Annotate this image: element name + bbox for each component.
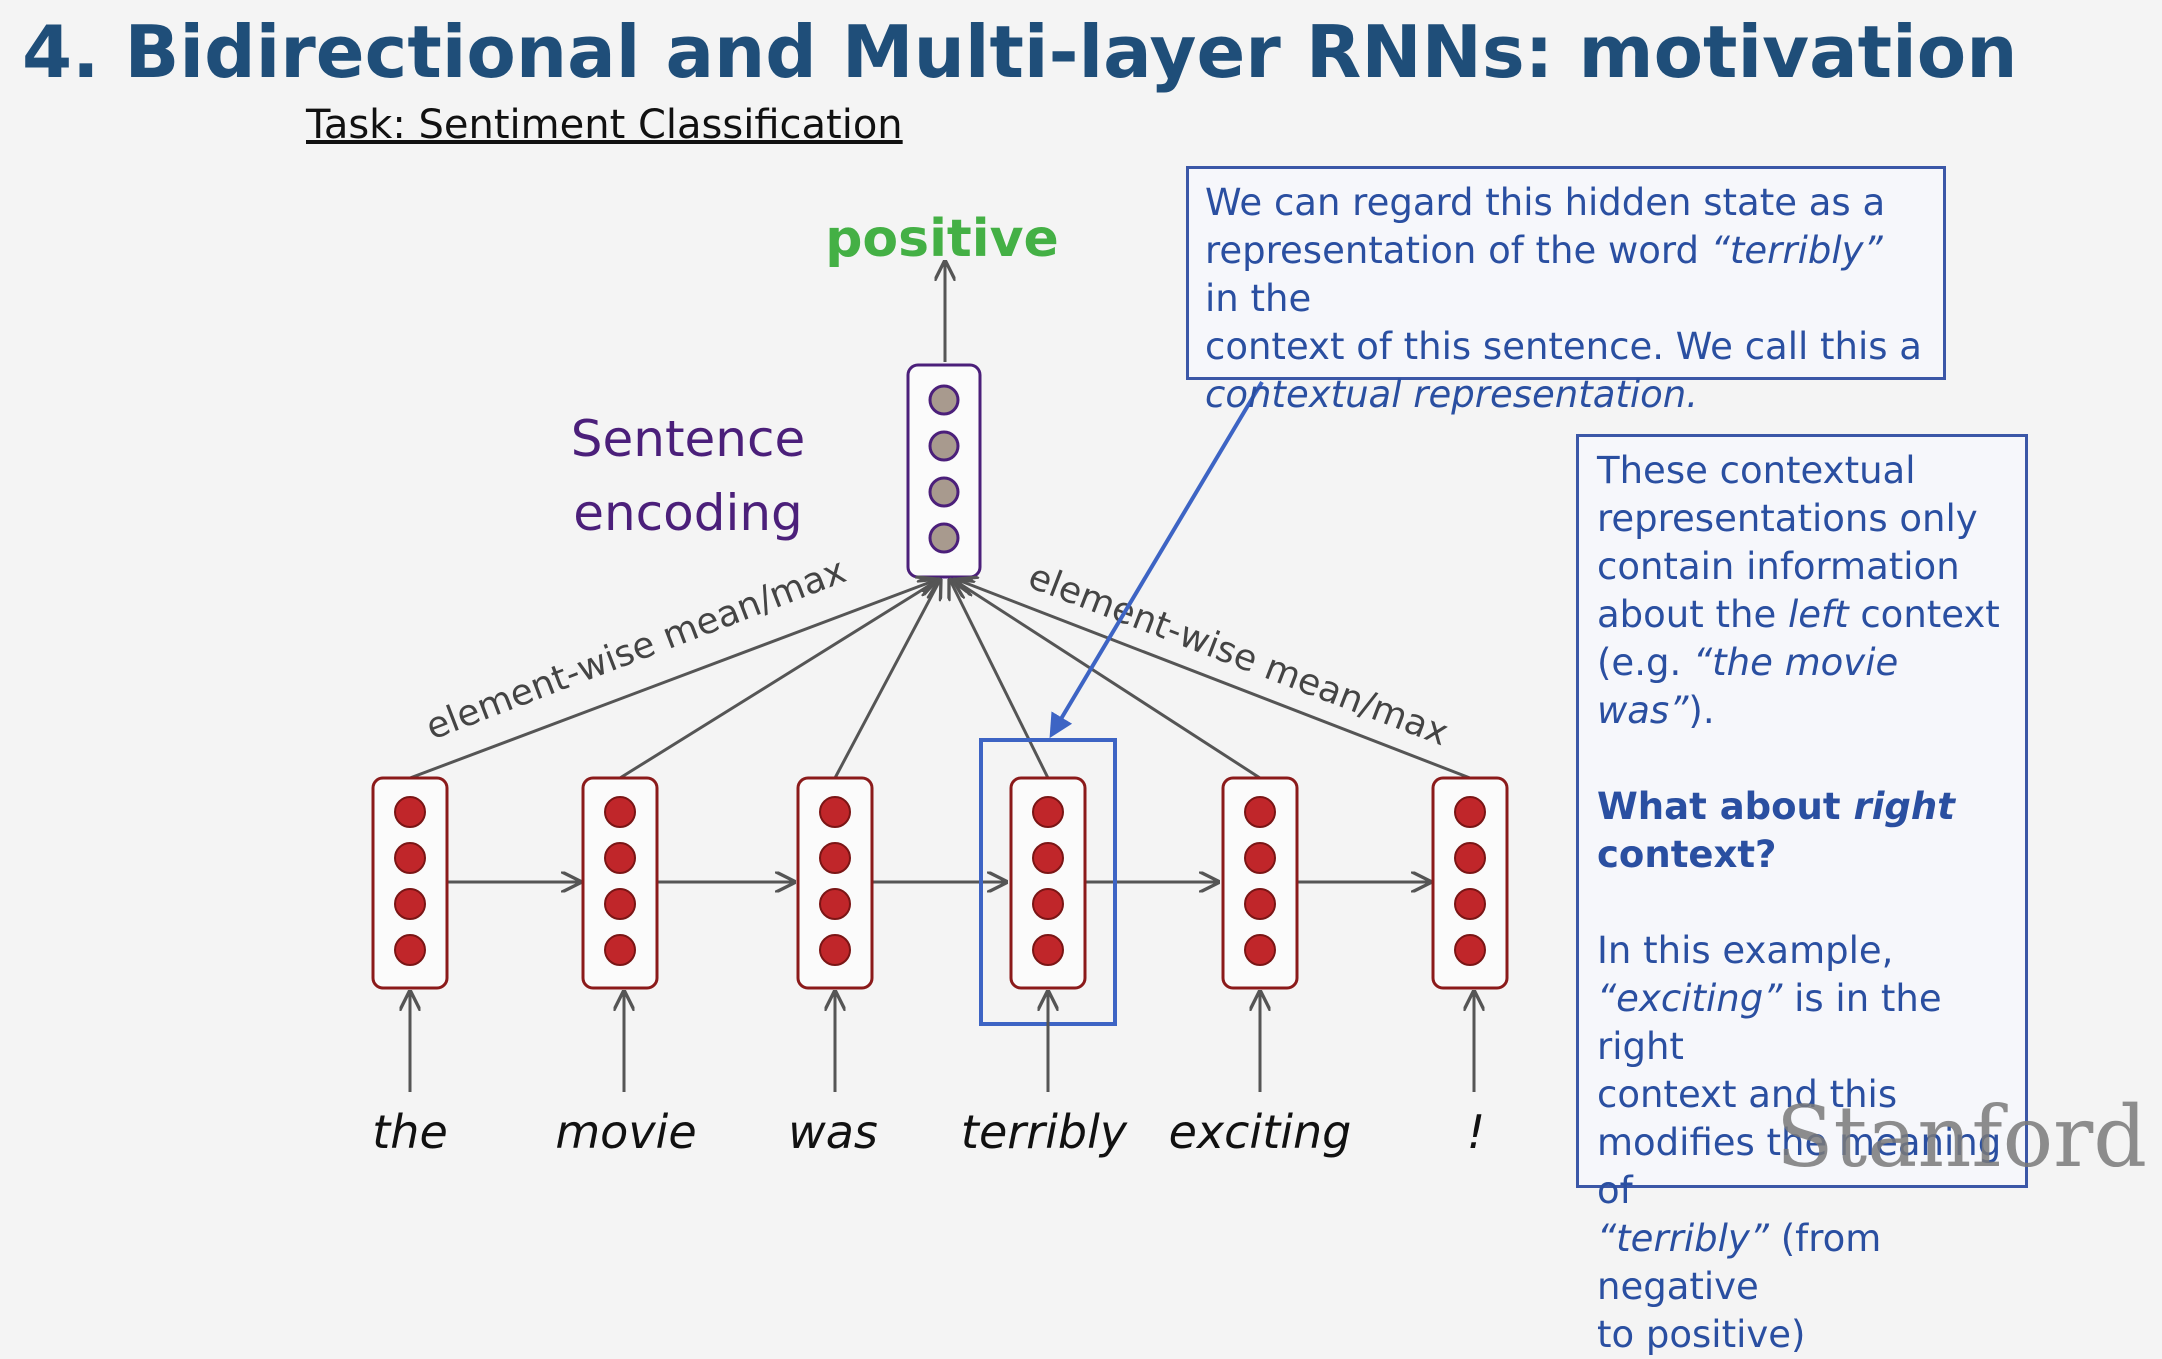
hidden-dot <box>394 796 426 828</box>
sentence-encoding-vector <box>906 363 982 579</box>
word-bang: ! <box>1467 1105 1485 1159</box>
hidden-dot <box>1244 796 1276 828</box>
hidden-dot <box>394 888 426 920</box>
hidden-dot <box>604 888 636 920</box>
task-label: Task: Sentiment Classification <box>306 102 903 148</box>
hidden-dot <box>394 842 426 874</box>
pooling-line-the <box>409 580 936 780</box>
stanford-watermark: Stanford <box>1776 1088 2148 1186</box>
text: is in the right <box>1597 977 1942 1068</box>
text-italic: contextual representation. <box>1205 373 1699 416</box>
sentence-encoding-label-1: Sentence <box>571 410 806 468</box>
slide-title: 4. Bidirectional and Multi-layer RNNs: m… <box>22 10 2018 94</box>
text: representation of the word <box>1205 229 1711 272</box>
input-arrows <box>410 992 1474 1092</box>
hidden-dot <box>819 888 851 920</box>
text: context of this sentence. We call this a <box>1205 325 1922 368</box>
text-italic: “the movie was” <box>1597 641 1899 732</box>
callout-right-question: What about right <box>1597 783 2007 831</box>
text-italic: “terribly” <box>1710 229 1883 272</box>
hidden-state-terribly <box>1009 776 1087 990</box>
hidden-state-bang <box>1431 776 1509 990</box>
hidden-state-exciting <box>1221 776 1299 990</box>
pooling-line-terribly <box>950 580 1050 779</box>
callout-right-line: “terribly” (from negative <box>1597 1215 2007 1311</box>
encoding-dot <box>928 522 960 554</box>
text-italic: “exciting” <box>1597 977 1783 1020</box>
callout-right-line: contain information <box>1597 545 1960 588</box>
hidden-dot <box>604 796 636 828</box>
pooling-label-right: element-wise mean/max <box>1023 556 1454 754</box>
text: context <box>1848 593 2000 636</box>
hidden-state-the <box>371 776 449 990</box>
word-movie: movie <box>555 1105 696 1159</box>
hidden-dot <box>1244 842 1276 874</box>
callout-right-question: context? <box>1597 833 1777 876</box>
text: What about <box>1597 785 1854 828</box>
pooling-label-left: element-wise mean/max <box>421 550 852 748</box>
hidden-dot <box>604 934 636 966</box>
callout-right-line: representations only <box>1597 497 1978 540</box>
callout-top-line: contextual representation. <box>1205 371 1927 419</box>
text-italic: right <box>1853 785 1955 828</box>
callout-right-line: context and this <box>1597 1073 1898 1116</box>
callout-right-line: “exciting” is in the right <box>1597 975 2007 1071</box>
pooling-line-was <box>833 580 940 779</box>
hidden-state-was <box>796 776 874 990</box>
pooling-line-bang <box>958 580 1471 780</box>
hidden-dot <box>819 934 851 966</box>
spacer <box>1597 879 2007 927</box>
hidden-dot <box>604 842 636 874</box>
word-was: was <box>788 1105 878 1159</box>
hidden-dot <box>1454 934 1486 966</box>
hidden-dot <box>394 934 426 966</box>
callout-right-line: modifies the meaning of <box>1597 1121 2002 1212</box>
hidden-dot <box>1454 842 1486 874</box>
output-label: positive <box>825 209 1059 269</box>
slide: 4. Bidirectional and Multi-layer RNNs: m… <box>22 10 2148 1356</box>
pooling-line-movie <box>619 580 938 780</box>
contextual-representation-callout: We can regard this hidden state as a rep… <box>1186 166 1946 416</box>
hidden-dot <box>1454 888 1486 920</box>
text: (e.g. <box>1597 641 1693 684</box>
spacer <box>1597 735 2007 783</box>
hidden-dot <box>819 796 851 828</box>
hidden-dot <box>1244 934 1276 966</box>
callout-top-line: We can regard this hidden state as a <box>1205 179 1927 227</box>
hidden-dot <box>1032 888 1064 920</box>
text: ). <box>1688 689 1715 732</box>
word-exciting: exciting <box>1169 1105 1352 1159</box>
hidden-dot <box>1454 796 1486 828</box>
hidden-state-movie <box>581 776 659 990</box>
hidden-dot <box>1244 888 1276 920</box>
hidden-dot <box>819 842 851 874</box>
hidden-dot <box>1032 934 1064 966</box>
callout-top-line: representation of the word “terribly” in… <box>1205 227 1927 323</box>
encoding-dot <box>928 430 960 462</box>
pooling-line-exciting <box>954 580 1261 780</box>
word-terribly: terribly <box>961 1105 1128 1159</box>
text-italic: “terribly” <box>1597 1217 1769 1260</box>
rnn-diagram: positive Sentence encoding element-wise … <box>371 209 1509 1159</box>
text: We can regard this hidden state as a <box>1205 181 1886 224</box>
encoding-dot <box>928 384 960 416</box>
callout-right-line: about the left context <box>1597 591 2007 639</box>
hidden-dot <box>1032 796 1064 828</box>
text: about the <box>1597 593 1788 636</box>
callout-right-line: (e.g. “the movie was”). <box>1597 639 2007 735</box>
hidden-dot <box>1032 842 1064 874</box>
callout-pointer <box>1049 380 1264 739</box>
text: in the <box>1205 277 1312 320</box>
callout-right-line: These contextual <box>1597 449 1916 492</box>
text-italic: left <box>1788 593 1849 636</box>
callout-top-line: context of this sentence. We call this a <box>1205 323 1927 371</box>
callout-right-line: to positive) <box>1597 1313 1806 1356</box>
encoding-dot <box>928 476 960 508</box>
pooling-lines <box>409 580 1471 780</box>
callout-right-line: In this example, <box>1597 929 1894 972</box>
left-context-callout: These contextual representations only co… <box>1576 434 2028 1356</box>
sentence-encoding-label-2: encoding <box>573 484 803 542</box>
word-the: the <box>372 1105 448 1159</box>
